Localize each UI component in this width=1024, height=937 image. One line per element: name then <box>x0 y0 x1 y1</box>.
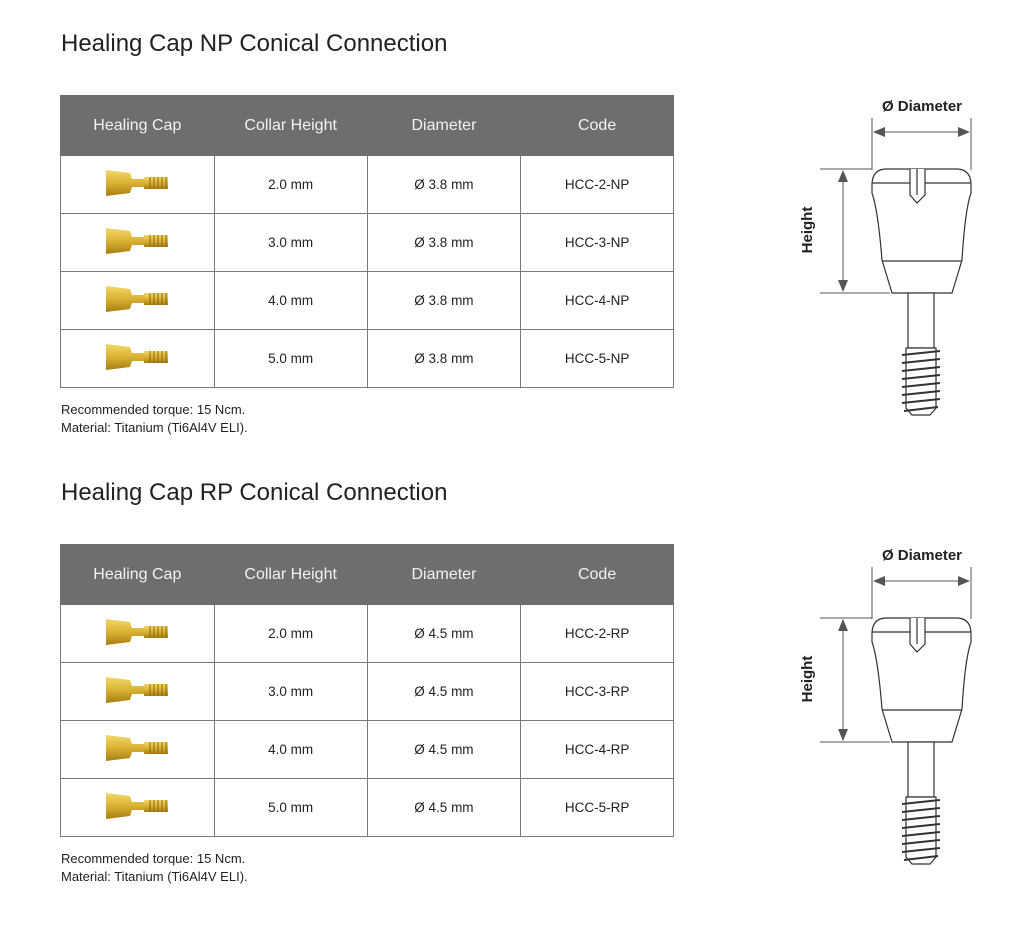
arrow-heads <box>838 127 970 292</box>
column-header-diameter: Diameter <box>366 95 522 156</box>
healing-cap-table: Healing Cap Collar Height Diameter Code … <box>60 95 674 388</box>
code-cell: HCC-4-NP <box>520 271 674 330</box>
thread-icon <box>901 799 941 861</box>
diameter-cell: Ø 4.5 mm <box>366 604 522 663</box>
collar-height-cell: 3.0 mm <box>213 213 368 272</box>
code-cell: HCC-3-RP <box>520 662 674 721</box>
section-rp: Healing Cap RP Conical Connection Healin… <box>0 449 1024 909</box>
healing-cap-product-icon <box>102 793 172 826</box>
healing-cap-image-cell <box>60 271 215 330</box>
torque-note: Recommended torque: 15 Ncm. <box>61 851 246 866</box>
healing-cap-image-cell <box>60 720 215 779</box>
collar-height-cell: 4.0 mm <box>213 720 368 779</box>
material-note: Material: Titanium (Ti6Al4V ELI). <box>61 869 248 884</box>
diameter-cell: Ø 4.5 mm <box>366 662 522 721</box>
healing-cap-product-icon <box>102 286 172 319</box>
code-cell: HCC-5-NP <box>520 329 674 388</box>
material-note: Material: Titanium (Ti6Al4V ELI). <box>61 420 248 435</box>
healing-cap-outline-icon <box>871 617 972 865</box>
code-cell: HCC-2-RP <box>520 604 674 663</box>
notes: Recommended torque: 15 Ncm. Material: Ti… <box>61 401 248 437</box>
code-cell: HCC-2-NP <box>520 155 674 214</box>
height-label: Height <box>799 207 816 254</box>
healing-cap-product-icon <box>102 228 172 261</box>
healing-cap-image-cell <box>60 155 215 214</box>
collar-height-cell: 2.0 mm <box>213 155 368 214</box>
collar-height-cell: 5.0 mm <box>213 778 368 837</box>
healing-cap-product-icon <box>102 735 172 768</box>
diameter-dimension-lines <box>820 118 972 294</box>
column-header-healing-cap: Healing Cap <box>60 95 215 156</box>
healing-cap-dimension-diagram: Ø Diameter Height <box>799 98 972 416</box>
height-label: Height <box>799 656 816 703</box>
collar-height-cell: 2.0 mm <box>213 604 368 663</box>
collar-height-cell: 5.0 mm <box>213 329 368 388</box>
healing-cap-image-cell <box>60 778 215 837</box>
thread-icon <box>901 350 941 412</box>
diameter-cell: Ø 3.8 mm <box>366 155 522 214</box>
torque-note: Recommended torque: 15 Ncm. <box>61 402 246 417</box>
section-np: Healing Cap NP Conical Connection Healin… <box>0 0 1024 460</box>
column-header-code: Code <box>520 95 674 156</box>
diameter-cell: Ø 3.8 mm <box>366 271 522 330</box>
code-cell: HCC-4-RP <box>520 720 674 779</box>
diameter-cell: Ø 3.8 mm <box>366 213 522 272</box>
notes: Recommended torque: 15 Ncm. Material: Ti… <box>61 850 248 886</box>
healing-cap-image-cell <box>60 662 215 721</box>
diameter-cell: Ø 3.8 mm <box>366 329 522 388</box>
arrow-heads <box>838 576 970 741</box>
column-header-code: Code <box>520 544 674 605</box>
column-header-healing-cap: Healing Cap <box>60 544 215 605</box>
diameter-cell: Ø 4.5 mm <box>366 778 522 837</box>
healing-cap-product-icon <box>102 619 172 652</box>
collar-height-cell: 3.0 mm <box>213 662 368 721</box>
diameter-label: Ø Diameter <box>882 547 962 564</box>
healing-cap-image-cell <box>60 213 215 272</box>
healing-cap-image-cell <box>60 604 215 663</box>
section-title: Healing Cap NP Conical Connection <box>61 30 448 57</box>
column-header-collar-height: Collar Height <box>213 544 368 605</box>
healing-cap-product-icon <box>102 344 172 377</box>
diameter-label: Ø Diameter <box>882 98 962 115</box>
healing-cap-table: Healing Cap Collar Height Diameter Code … <box>60 544 674 837</box>
diameter-dimension-lines <box>820 567 972 743</box>
healing-cap-image-cell <box>60 329 215 388</box>
code-cell: HCC-5-RP <box>520 778 674 837</box>
column-header-diameter: Diameter <box>366 544 522 605</box>
section-title: Healing Cap RP Conical Connection <box>61 479 448 506</box>
table-header-row: Healing Cap Collar Height Diameter Code <box>60 95 674 156</box>
column-header-collar-height: Collar Height <box>213 95 368 156</box>
code-cell: HCC-3-NP <box>520 213 674 272</box>
healing-cap-outline-icon <box>871 168 972 416</box>
table-header-row: Healing Cap Collar Height Diameter Code <box>60 544 674 605</box>
diameter-cell: Ø 4.5 mm <box>366 720 522 779</box>
healing-cap-product-icon <box>102 677 172 710</box>
healing-cap-dimension-diagram: Ø Diameter Height <box>799 547 972 865</box>
collar-height-cell: 4.0 mm <box>213 271 368 330</box>
healing-cap-product-icon <box>102 170 172 203</box>
